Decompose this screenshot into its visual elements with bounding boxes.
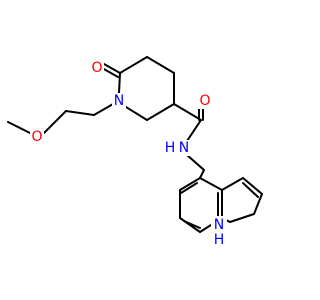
bond-c4i-c5i-b: [180, 182, 198, 194]
bond-c4i-c5i-a: [179, 177, 201, 191]
bond-methyl-o: [7, 121, 31, 134]
atom-label-o-lactam: O: [91, 60, 102, 76]
atom-o-methoxy: O: [30, 128, 44, 145]
bond-c6i-c7i-a: [179, 217, 201, 233]
atom-label-h-amide: H: [165, 140, 176, 156]
molecule-diagram: O O N O H N N H: [7, 56, 263, 248]
atom-nh-amide: H N: [163, 140, 191, 156]
bond-c3a-c4i: [199, 177, 223, 191]
atom-label-o-methoxy: O: [31, 129, 42, 145]
bond-c3-c2: [146, 103, 175, 121]
bond-ch2-ch2: [65, 110, 95, 116]
bond-c5-c4: [146, 56, 175, 74]
atom-o-amide: O: [198, 93, 212, 109]
atom-n-ring: N: [112, 93, 126, 109]
atom-label-n-amide: N: [179, 140, 189, 156]
atom-o-lactam: O: [90, 60, 104, 76]
bond-ch2-n: [93, 103, 114, 116]
atom-labels: O O N O H N N H: [30, 60, 227, 248]
bond-lactam-co-a: [103, 63, 121, 74]
bond-c3-camide: [173, 103, 202, 121]
bond-c3-c2-a: [242, 177, 263, 195]
bond-n-ch2: [186, 154, 205, 171]
bond-n1-ring: [229, 213, 255, 223]
atom-label-h-indole: H: [214, 232, 225, 248]
atom-label-n-ring: N: [114, 93, 124, 109]
bond-c3-c2-b: [242, 182, 259, 198]
bond-camide-n: [186, 119, 202, 142]
atom-label-o-amide: O: [199, 93, 210, 109]
bond-o-ch2: [43, 110, 67, 134]
bond-c3a-c3: [221, 177, 244, 191]
bond-c6i-c7i-b: [183, 220, 201, 229]
atom-label-n-indole: N: [214, 217, 224, 233]
bonds: [7, 56, 263, 233]
bond-lactam-co-b: [101, 67, 119, 78]
bond-c2-n: [125, 106, 148, 121]
bond-c2-n1: [253, 193, 263, 215]
atom-nh-indole: N H: [211, 216, 227, 248]
bond-n-c6: [118, 72, 121, 94]
bond-ch2-c4i: [199, 169, 205, 179]
bond-c6-c5: [119, 56, 148, 74]
